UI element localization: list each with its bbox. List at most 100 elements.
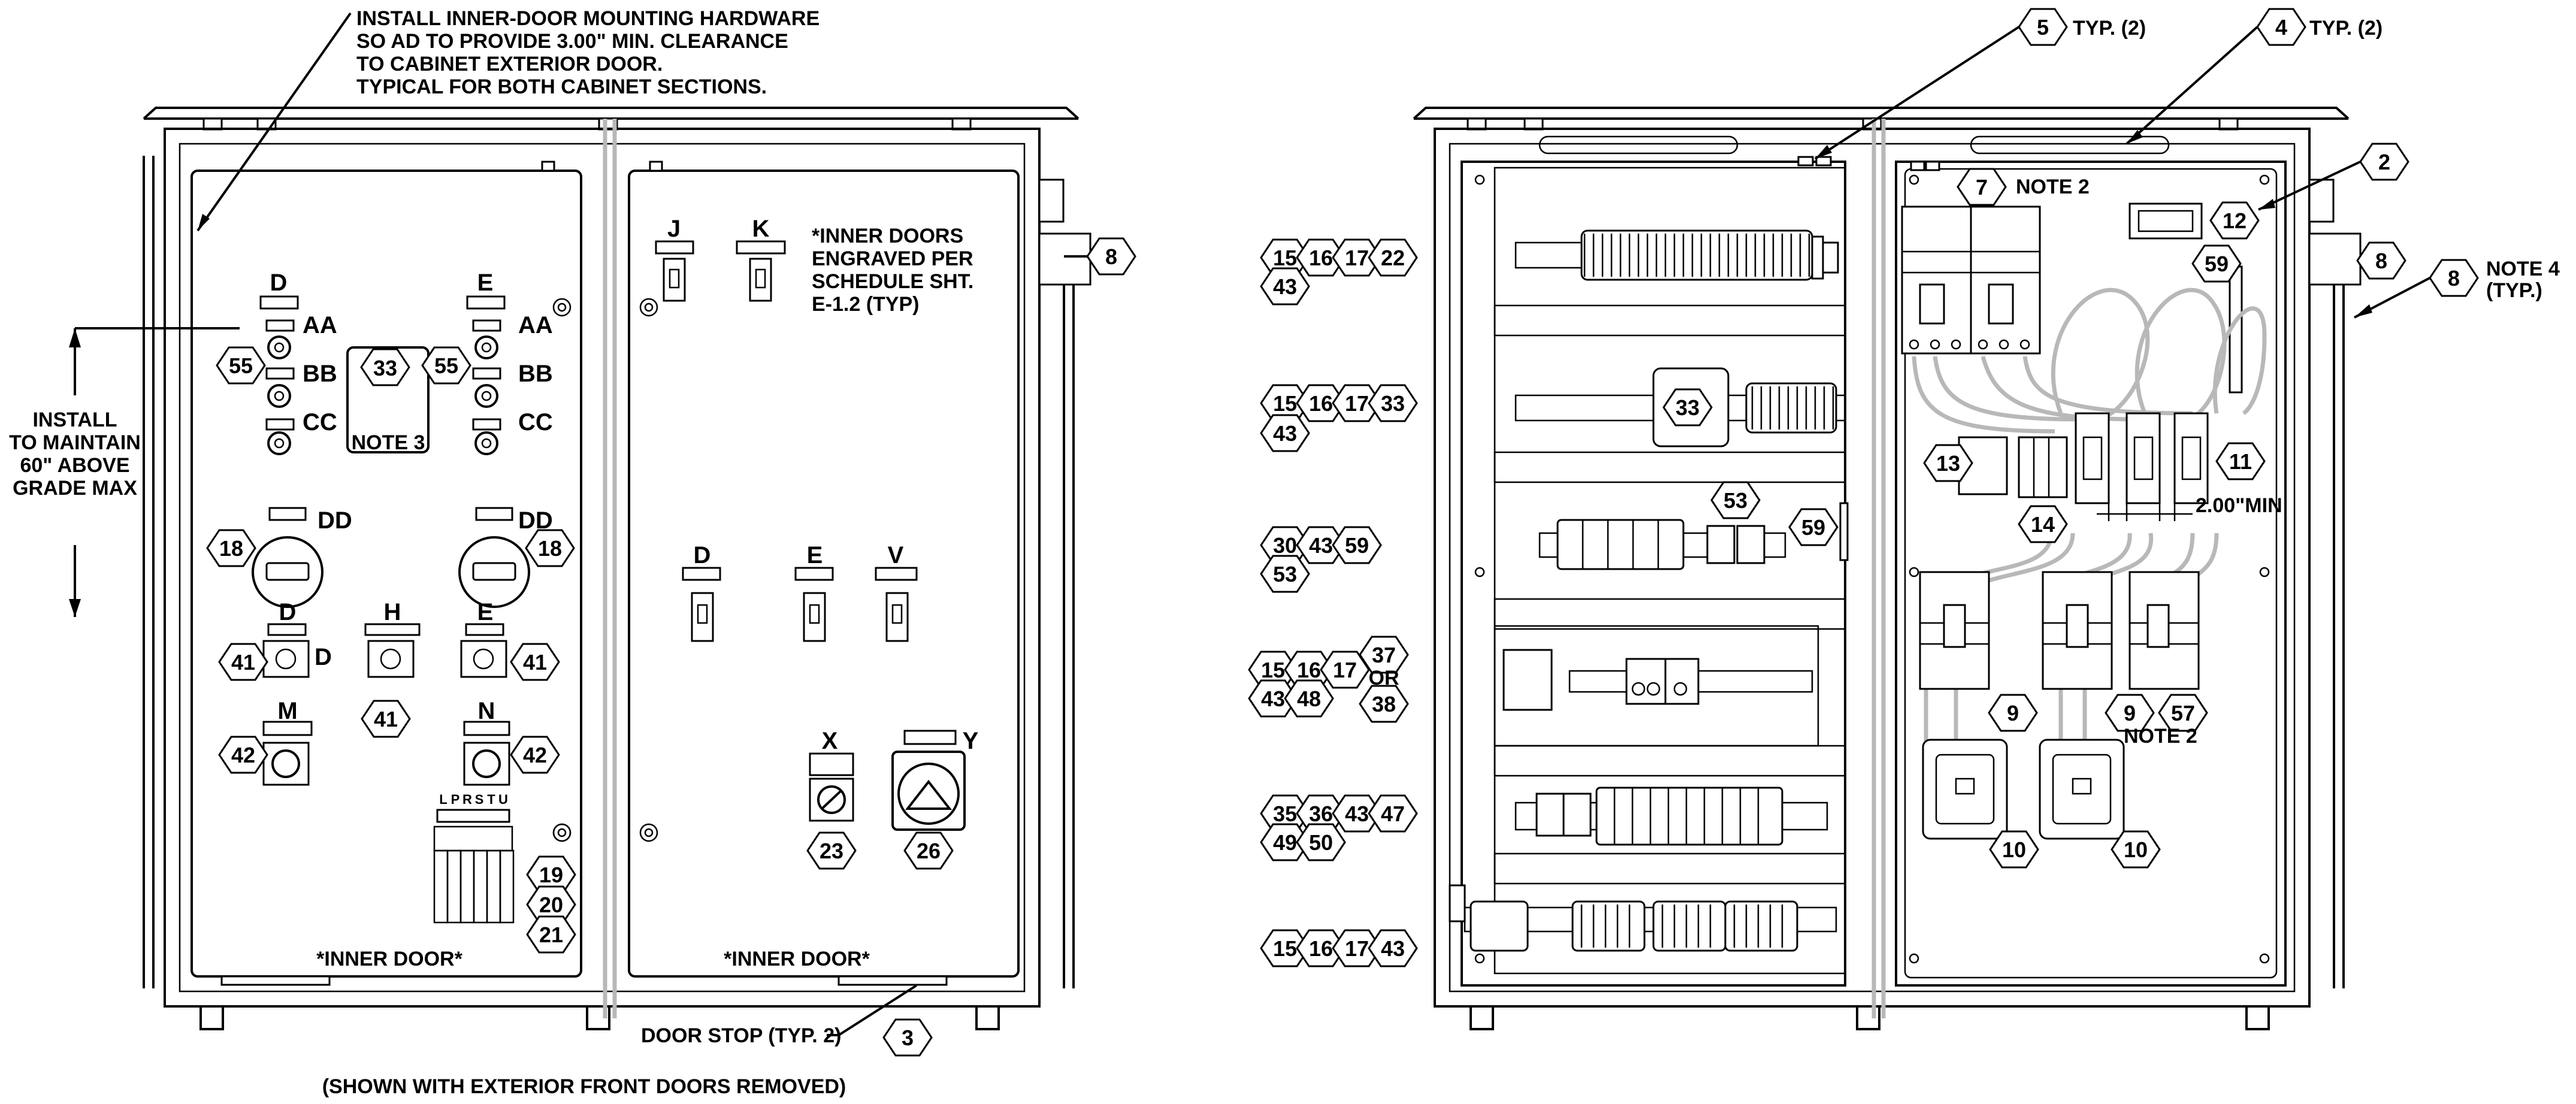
tag-21: 21: [539, 922, 563, 947]
tag-row3-53: 53: [1273, 562, 1297, 586]
switch-letter: T: [487, 792, 495, 807]
tag-12: 12: [2223, 208, 2247, 233]
door-label-v: V: [888, 542, 904, 568]
tag-row5-43: 43: [1345, 801, 1369, 826]
tag-row2-17: 17: [1345, 391, 1369, 416]
door-label-bb-right: BB: [518, 361, 553, 387]
engraved-note-line-1: *INNER DOORS: [812, 225, 963, 247]
door-label-cc: CC: [303, 409, 337, 435]
tag-row6-16: 16: [1309, 936, 1333, 961]
tag-8-note4: 8: [2448, 266, 2460, 291]
tag-row4-15: 15: [1261, 658, 1285, 682]
tag-10-right: 10: [2124, 837, 2148, 862]
tag-column: 15 16 17 22 43 15 16 17 33 43 30 43 59 5…: [1248, 238, 1418, 967]
tag-55-left: 55: [229, 353, 253, 378]
install-note-line-4: GRADE MAX: [13, 477, 137, 500]
tag-row6-15: 15: [1273, 936, 1297, 961]
tag-row4-48: 48: [1297, 686, 1321, 711]
tag-57: 57: [2171, 701, 2195, 725]
top-note: INSTALL INNER-DOOR MOUNTING HARDWARE SO …: [196, 7, 820, 232]
tag-8-left-cabinet: 8: [1105, 244, 1117, 269]
top-note-line-2: SO AD TO PROVIDE 3.00" MIN. CLEARANCE: [356, 30, 788, 53]
tag-41-left: 41: [231, 650, 255, 675]
door-label-n: N: [478, 698, 495, 724]
tag-row5-49: 49: [1273, 830, 1297, 855]
tag-59-left-panel: 59: [1801, 515, 1825, 540]
tag-row4-16: 16: [1297, 658, 1321, 682]
top-note-line-1: INSTALL INNER-DOOR MOUNTING HARDWARE: [356, 7, 820, 30]
tag-row3-59: 59: [1345, 533, 1369, 558]
tag-2: 2: [2378, 150, 2390, 174]
door-label-e: E: [477, 270, 494, 296]
note-2-bottom: NOTE 2: [2124, 725, 2197, 748]
tag-13: 13: [1936, 451, 1960, 476]
tag-33-door: 33: [373, 356, 397, 380]
right-cabinet: 33 53 59: [1413, 8, 2560, 1030]
switch-letter: S: [475, 792, 484, 807]
tag-row3-43: 43: [1309, 533, 1333, 558]
tag-53-panel: 53: [1724, 488, 1747, 513]
tag-7: 7: [1976, 175, 1988, 199]
tag-row2-15: 15: [1273, 391, 1297, 416]
tag-row5-36: 36: [1309, 801, 1333, 826]
door-stop-note: DOOR STOP (TYP. 2) 3 (SHOWN WITH EXTERIO…: [322, 984, 933, 1098]
tag-row1-16: 16: [1309, 246, 1333, 270]
engraved-note-line-4: E-1.2 (TYP): [812, 293, 919, 316]
inner-door-right-label: *INNER DOOR*: [724, 948, 870, 970]
left-cabinet: D AA E AA BB CC AA BB CC 33 NOTE 3 55: [143, 107, 1136, 1030]
install-note-line-2: TO MAINTAIN: [9, 431, 141, 454]
door-stop-label: DOOR STOP (TYP. 2): [641, 1024, 841, 1047]
note-4-typ: (TYP.): [2486, 279, 2542, 302]
tag-row1-17: 17: [1345, 246, 1369, 270]
tag-23: 23: [820, 839, 843, 863]
dimension-2-00-min: 2.00"MIN: [2196, 494, 2282, 517]
tag-41-right: 41: [523, 650, 547, 675]
switch-letter: P: [451, 792, 460, 807]
door-label-e3: E: [807, 542, 823, 568]
tag-row1-15: 15: [1273, 246, 1297, 270]
door-label-d3: D: [694, 542, 711, 568]
tag-row2-33: 33: [1381, 391, 1405, 416]
tag-5-typ: TYP. (2): [2073, 17, 2146, 40]
tag-4: 4: [2275, 15, 2287, 40]
tag-41-center: 41: [374, 707, 398, 731]
door-label-y: Y: [963, 728, 979, 754]
switch-letter: L: [439, 792, 447, 807]
tag-3: 3: [902, 1026, 914, 1050]
tag-55-right: 55: [434, 353, 458, 378]
tag-14: 14: [2031, 512, 2055, 537]
tag-row1-43: 43: [1273, 274, 1297, 299]
door-label-bb: BB: [303, 361, 337, 387]
tag-42-left: 42: [231, 743, 255, 767]
top-note-line-3: TO CABINET EXTERIOR DOOR.: [356, 53, 663, 75]
switch-letter: R: [462, 792, 472, 807]
tag-9-left: 9: [2007, 701, 2019, 725]
switch-letter: U: [498, 792, 508, 807]
switch-bank: L P R S T U: [433, 792, 515, 924]
install-note-line-1: INSTALL: [32, 409, 117, 431]
tag-19: 19: [539, 863, 563, 887]
tag-18-right: 18: [538, 536, 562, 561]
tag-row1-22: 22: [1381, 246, 1405, 270]
inner-door-left-label: *INNER DOOR*: [316, 948, 462, 970]
tag-20: 20: [539, 893, 563, 917]
tag-5: 5: [2037, 15, 2049, 40]
engraved-note-line-2: ENGRAVED PER: [812, 247, 973, 270]
tag-row5-50: 50: [1309, 830, 1333, 855]
door-label-e2: E: [477, 599, 494, 625]
door-label-j: J: [667, 216, 681, 242]
tag-33-panel: 33: [1676, 395, 1700, 420]
tag-row4-37: 37: [1372, 643, 1396, 667]
tag-4-typ: TYP. (2): [2309, 17, 2383, 40]
tag-9-right: 9: [2124, 701, 2136, 725]
tag-row5-35: 35: [1273, 801, 1297, 826]
tag-26: 26: [917, 839, 941, 863]
note-3: NOTE 3: [352, 431, 425, 454]
tag-row2-16: 16: [1309, 391, 1333, 416]
door-label-d: D: [270, 270, 288, 296]
door-label-x: X: [822, 728, 838, 754]
engraved-note-line-3: SCHEDULE SHT.: [812, 270, 973, 293]
tag-row6-43: 43: [1381, 936, 1405, 961]
door-label-h: H: [384, 599, 401, 625]
tag-42-right: 42: [523, 743, 547, 767]
